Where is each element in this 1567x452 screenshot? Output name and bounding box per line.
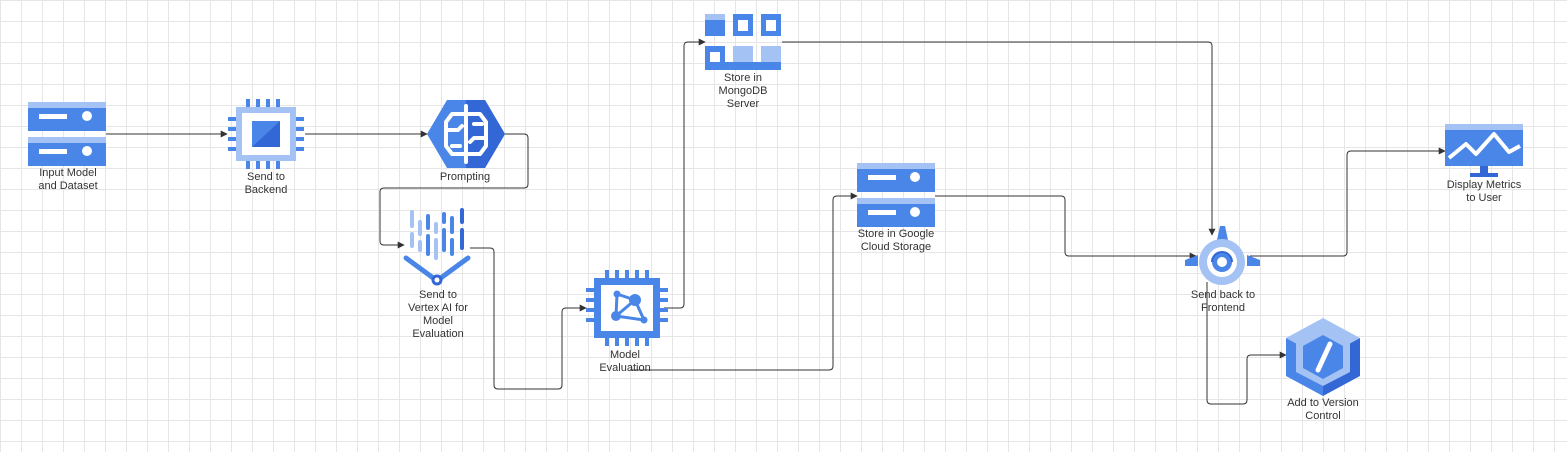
- app-engine-icon[interactable]: [1185, 226, 1260, 285]
- edge-evaluation-to-gcs[interactable]: [630, 192, 858, 371]
- node-label-prompting: Prompting: [439, 171, 491, 183]
- edge-mongodb-to-frontend[interactable]: [782, 41, 1216, 236]
- node-label-frontend: Send back to Frontend: [1190, 289, 1256, 314]
- edges: [106, 38, 1446, 405]
- monitor-metrics-icon[interactable]: [1445, 124, 1523, 177]
- database-grid-icon[interactable]: [705, 14, 781, 70]
- vertex-ai-icon[interactable]: [403, 208, 471, 286]
- version-cube-icon[interactable]: [1286, 318, 1360, 396]
- node-label-evaluation: Model Evaluation: [599, 349, 651, 374]
- node-label-vertex: Send to Vertex AI for Model Evaluation: [408, 289, 468, 340]
- node-label-input: Input Model and Dataset: [38, 167, 98, 192]
- edge-gcs-to-frontend[interactable]: [935, 195, 1197, 260]
- edge-evaluation-to-mongodb[interactable]: [664, 38, 706, 309]
- node-label-gcs: Store in Google Cloud Storage: [857, 228, 935, 253]
- edge-frontend-to-display[interactable]: [1250, 147, 1446, 257]
- brain-hexagon-icon[interactable]: [427, 100, 505, 168]
- node-label-version: Add to Version Control: [1287, 397, 1359, 422]
- node-label-display: Display Metrics to User: [1446, 179, 1522, 204]
- server-stack-icon[interactable]: [28, 102, 106, 166]
- edge-vertex-to-evaluation[interactable]: [470, 247, 587, 390]
- node-label-mongodb: Store in MongoDB Server: [718, 72, 768, 110]
- edge-frontend-to-version[interactable]: [1206, 282, 1287, 405]
- compute-chip-icon[interactable]: [228, 99, 304, 169]
- edge-prompting-to-vertex[interactable]: [379, 133, 529, 249]
- ml-chip-icon[interactable]: [586, 270, 668, 346]
- cloud-storage-icon[interactable]: [857, 163, 935, 227]
- node-label-backend: Send to Backend: [244, 171, 288, 196]
